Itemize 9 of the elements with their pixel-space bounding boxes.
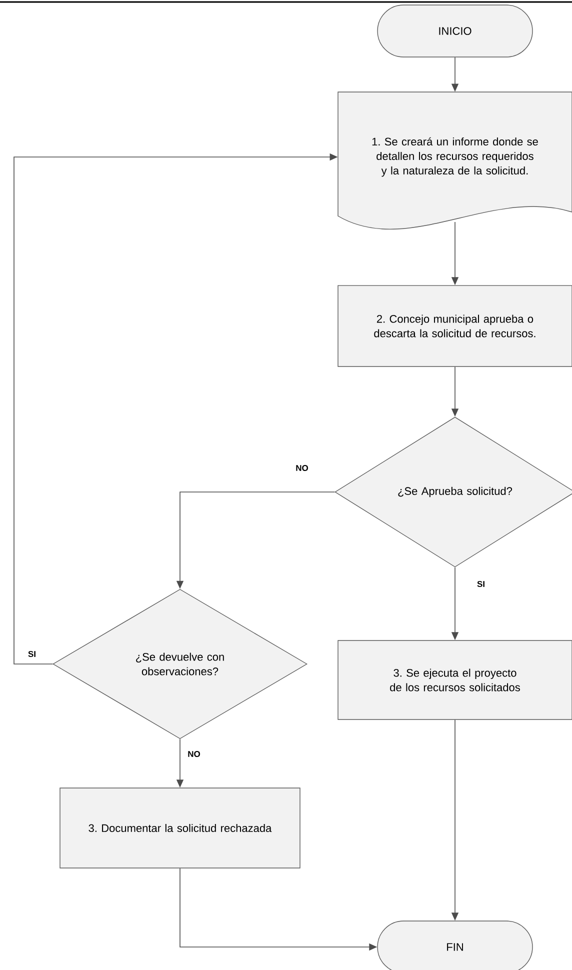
edge-label: SI (26, 650, 38, 658)
start-terminal: INICIO (377, 4, 533, 58)
process-box: 2. Concejo municipal aprueba o descarta la solicitud de recursos. (338, 285, 572, 367)
process-box: 3. Documentar la solicitud rechazada (60, 788, 300, 868)
edge-label: NO (186, 750, 202, 758)
end-terminal: FIN (377, 920, 533, 970)
edge-label: NO (294, 464, 310, 472)
edge-label: SI (476, 580, 486, 588)
process-box: 3. Se ejecuta el proyecto de los recursos solicitados (338, 640, 572, 720)
